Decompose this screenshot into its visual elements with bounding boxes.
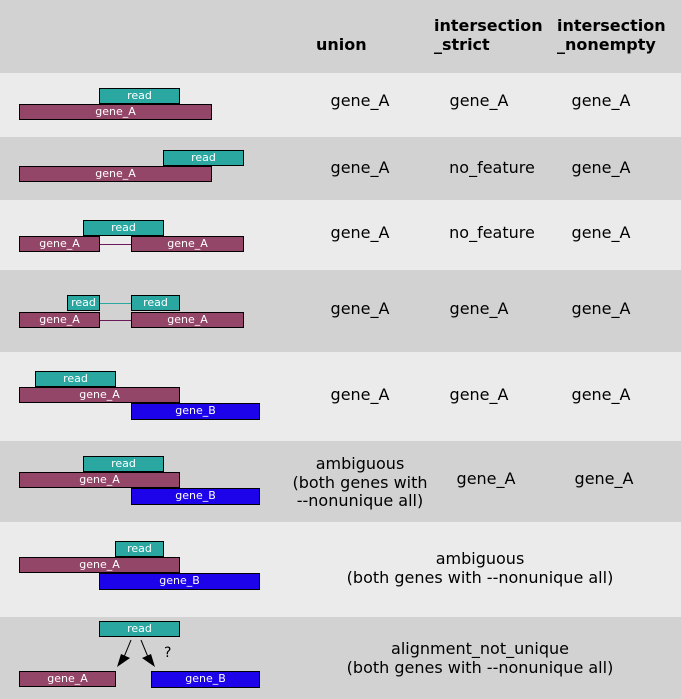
header-row xyxy=(0,0,681,73)
cell-intersection-strict: gene_A xyxy=(449,299,509,318)
cell-union: gene_A xyxy=(330,299,390,318)
table-row: read gene_A gene_A gene_A no_feature gen… xyxy=(0,200,681,270)
cell-intersection-nonempty: gene_A xyxy=(571,299,631,318)
read-bar: read xyxy=(83,456,164,472)
read-bar: read xyxy=(115,541,164,557)
gene-b-bar: gene_B xyxy=(99,573,260,590)
cell-intersection-nonempty: gene_A xyxy=(571,385,631,404)
gene-a-exon-2: gene_A xyxy=(131,236,244,252)
cell-intersection-strict: gene_A xyxy=(449,91,509,110)
table-row: read gene_A gene_B ambiguous (both genes… xyxy=(0,522,681,617)
cell-intersection-strict: gene_A xyxy=(449,385,509,404)
gene-a-bar: gene_A xyxy=(19,557,180,573)
cell-union: gene_A xyxy=(330,158,390,177)
gene-b-bar: gene_B xyxy=(131,488,260,505)
table-row: read gene_A gene_A gene_A gene_A xyxy=(0,73,681,137)
cell-union: gene_A xyxy=(330,223,390,242)
gene-a-bar: gene_A xyxy=(19,472,180,488)
gene-b-bar: gene_B xyxy=(131,403,260,420)
cell-intersection-nonempty: gene_A xyxy=(574,469,634,488)
gene-a-exon-1: gene_A xyxy=(19,236,100,252)
table-row: read gene_A gene_B ambiguous (both genes… xyxy=(0,441,681,522)
question-mark: ? xyxy=(164,645,172,661)
intron-line xyxy=(100,244,131,245)
read-bar: read xyxy=(163,150,244,166)
read-bar: read xyxy=(83,220,164,236)
cell-merged-result: alignment_not_unique (both genes with --… xyxy=(346,639,614,677)
cell-union: gene_A xyxy=(330,91,390,110)
arrowhead-right-icon xyxy=(142,654,155,667)
header-intersection-strict: intersection _strict xyxy=(434,16,543,54)
read-bar: read xyxy=(99,621,180,637)
header-intersection-nonempty: intersection _nonempty xyxy=(557,16,666,54)
cell-intersection-strict: no_feature xyxy=(449,158,535,177)
gene-a-exon-2: gene_A xyxy=(131,312,244,328)
cell-intersection-nonempty: gene_A xyxy=(571,91,631,110)
arrows-graphic xyxy=(117,639,155,667)
cell-intersection-nonempty: gene_A xyxy=(571,158,631,177)
gene-a-bar: gene_A xyxy=(19,166,212,182)
arrowhead-left-icon xyxy=(117,654,130,667)
gene-a-exon-1: gene_A xyxy=(19,312,100,328)
read-bar: read xyxy=(99,88,180,104)
cell-intersection-strict: no_feature xyxy=(449,223,535,242)
read-segment-1: read xyxy=(67,295,100,311)
gene-b-bar: gene_B xyxy=(151,671,260,688)
arrow-line-left xyxy=(123,639,132,658)
arrow-line-right xyxy=(140,639,149,658)
table-row: read gene_A gene_B gene_A gene_A gene_A xyxy=(0,352,681,441)
read-bar: read xyxy=(35,371,116,387)
table-row: read gene_A gene_A no_feature gene_A xyxy=(0,137,681,200)
table-row: read ? gene_A gene_B alignment_not_uniqu… xyxy=(0,617,681,699)
read-segment-2: read xyxy=(131,295,180,311)
header-union: union xyxy=(316,35,367,54)
gene-a-bar: gene_A xyxy=(19,387,180,403)
read-gap-line xyxy=(100,303,131,304)
cell-union: ambiguous (both genes with --nonunique a… xyxy=(292,454,428,510)
gene-a-bar: gene_A xyxy=(19,671,116,687)
table-row: read read gene_A gene_A gene_A gene_A ge… xyxy=(0,270,681,352)
cell-intersection-strict: gene_A xyxy=(456,469,516,488)
cell-merged-result: ambiguous (both genes with --nonunique a… xyxy=(346,549,614,587)
gene-a-bar: gene_A xyxy=(19,104,212,120)
intron-line xyxy=(100,320,131,321)
cell-union: gene_A xyxy=(330,385,390,404)
cell-intersection-nonempty: gene_A xyxy=(571,223,631,242)
